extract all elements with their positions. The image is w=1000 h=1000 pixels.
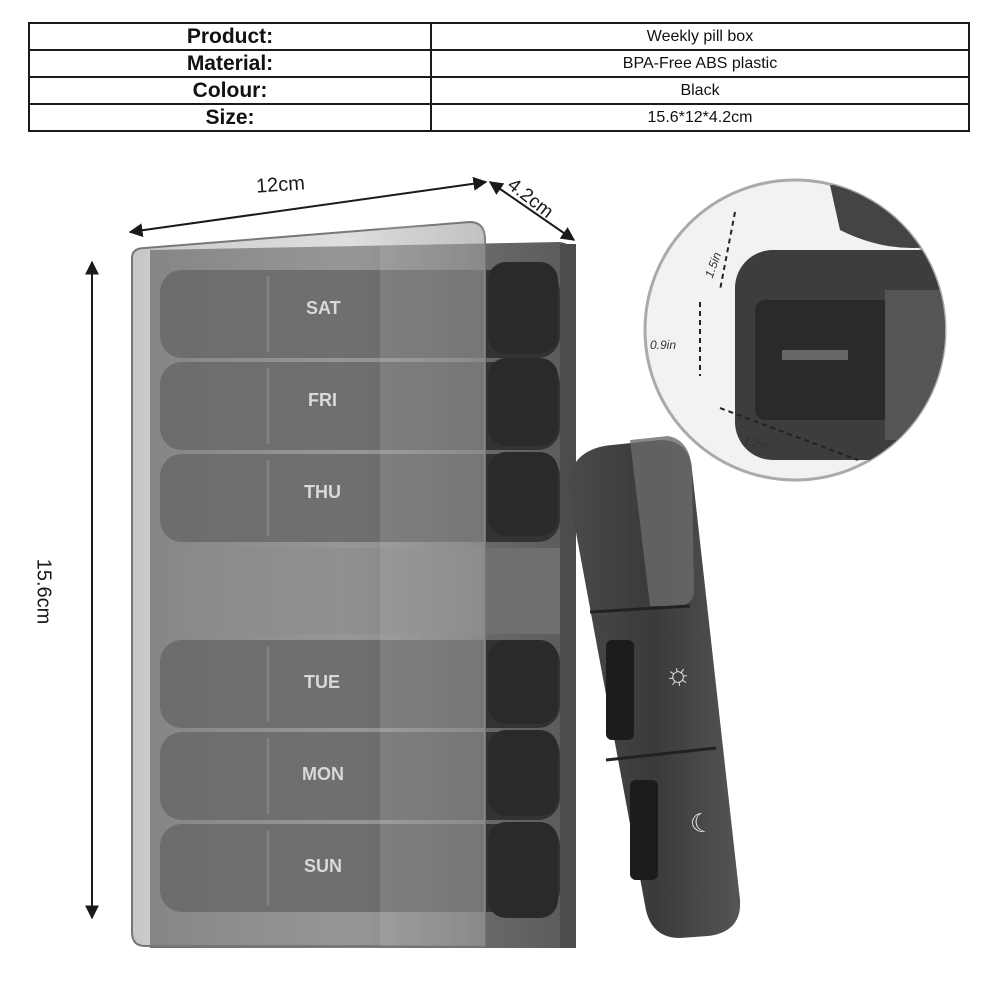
spec-value: BPA-Free ABS plastic (430, 49, 970, 78)
spec-row-product: Product: Weekly pill box (28, 22, 970, 51)
width-dimension-label: 12cm (255, 172, 306, 198)
depth-arrow (488, 181, 576, 241)
spec-row-size: Size: 15.6*12*4.2cm (28, 103, 970, 132)
day-label-sun: SUN (304, 856, 343, 876)
day-label-tue: TUE (304, 672, 340, 692)
transparent-lid (131, 220, 486, 947)
day-label-mon: MON (302, 764, 344, 784)
spec-label: Colour: (28, 76, 432, 105)
detached-daily-pod (568, 436, 741, 938)
sun-icon: ☼ (661, 655, 695, 694)
spec-label: Size: (28, 103, 432, 132)
spec-row-colour: Colour: Black (28, 76, 970, 105)
zoom-detail (643, 178, 947, 482)
zoom-depth-dimension: 0.9in (650, 338, 677, 352)
spec-label: Material: (28, 49, 432, 78)
spec-row-material: Material: BPA-Free ABS plastic (28, 49, 970, 78)
spec-value: Weekly pill box (430, 22, 970, 51)
width-arrow (128, 176, 488, 238)
height-dimension-label: 15.6cm (32, 558, 55, 625)
spec-label: Product: (28, 22, 432, 51)
day-label-fri: FRI (308, 390, 337, 410)
day-label-thu: THU (304, 482, 341, 502)
spec-value: Black (430, 76, 970, 105)
spec-table: Product: Weekly pill box Material: BPA-F… (28, 22, 970, 132)
case-side (560, 244, 576, 948)
day-label-sat: SAT (306, 298, 341, 318)
spec-value: 15.6*12*4.2cm (430, 103, 970, 132)
